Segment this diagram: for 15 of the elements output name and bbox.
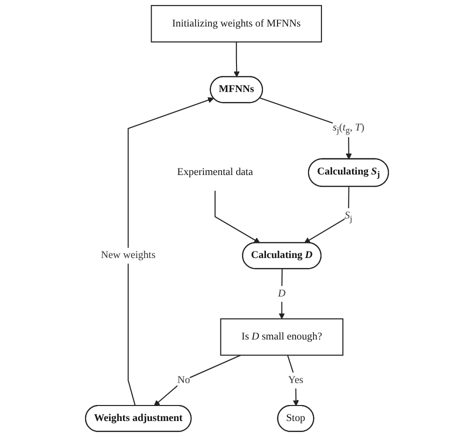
node-box: Is D small enough? [220,318,344,356]
arrow [214,190,260,244]
arrow [278,268,285,320]
edge-label: D [278,288,286,300]
arrow [154,354,241,406]
edge-label: No [177,374,190,386]
arrow [128,97,214,406]
edge-label: S$_{j}$ [344,210,352,224]
edge-label: s$_{j}$(t$_{g}$, T) [332,122,364,136]
edge-label: Yes [288,374,304,386]
node-box: Initializing weights of MFNNs [150,5,322,42]
arrow [234,42,240,78]
arrow [304,186,350,244]
node-text: Experimental data [177,166,254,178]
edge-label: New weights [100,250,156,261]
